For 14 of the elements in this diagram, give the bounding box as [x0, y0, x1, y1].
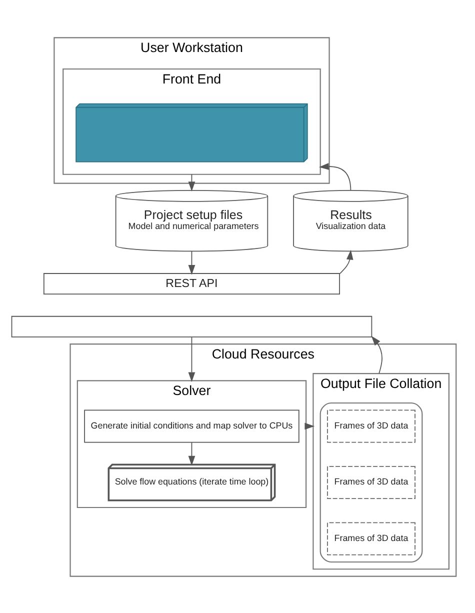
node-box — [11, 315, 372, 337]
cluster: Front End — [62, 68, 321, 174]
node-box: Frames of 3D data — [327, 409, 416, 442]
arrow — [319, 162, 352, 190]
arrow — [340, 249, 354, 274]
arrow — [188, 250, 196, 274]
node-box: Generate initial conditions and map solver to CPUs — [84, 409, 300, 442]
arrow — [188, 336, 196, 382]
node-box: Frames of 3D data — [327, 465, 416, 499]
arrow — [371, 335, 382, 374]
arrow — [188, 442, 196, 466]
node-box: REST API — [43, 272, 340, 294]
cluster — [320, 402, 423, 562]
node-box: Frames of 3D data — [327, 522, 416, 555]
